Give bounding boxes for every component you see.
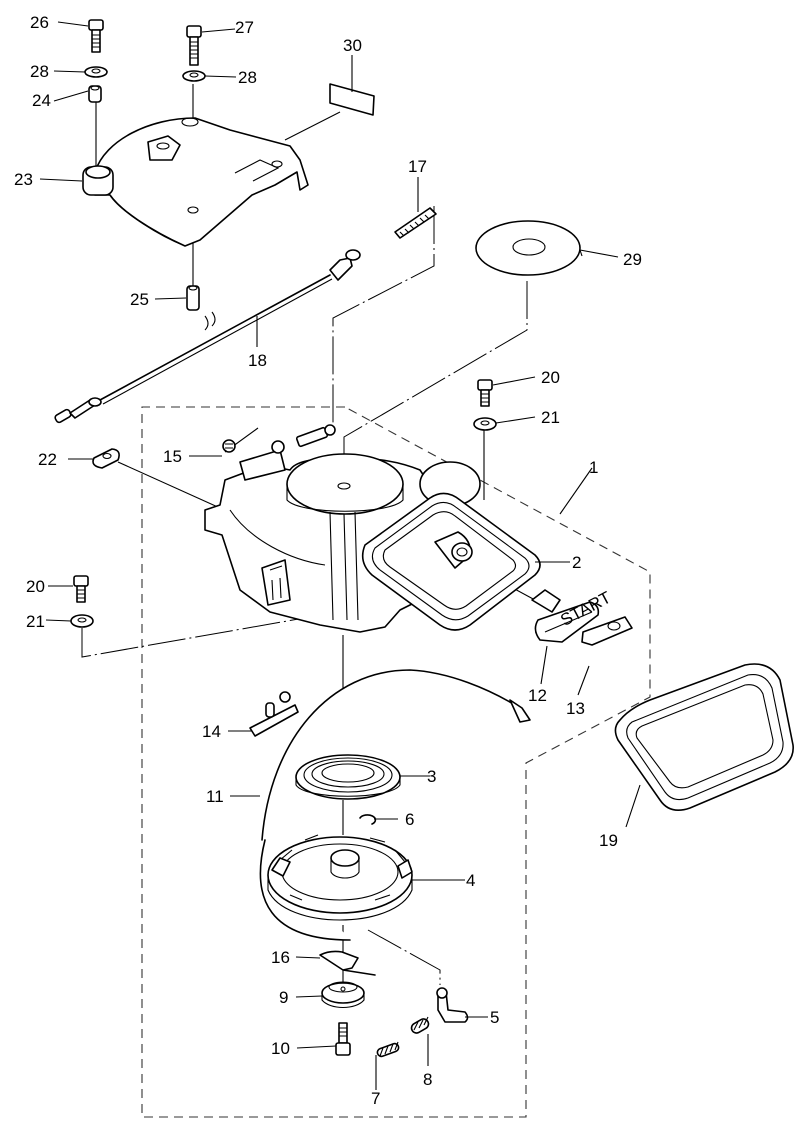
leader-lines: [39, 21, 641, 1090]
callout-4: 4: [466, 871, 475, 890]
callout-21-right: 21: [541, 408, 560, 427]
callout-1: 1: [589, 458, 598, 477]
callout-6: 6: [405, 810, 414, 829]
e-clip-6: [359, 814, 377, 825]
callout-21-left: 21: [26, 612, 45, 631]
callout-7: 7: [371, 1089, 380, 1108]
handle-insert-13: [581, 616, 633, 646]
disc-plate-29: [475, 220, 581, 276]
callout-labels: 26 27 28 28 24 30 23 25 17 18 29 20 21 2…: [14, 13, 642, 1108]
callout-26: 26: [30, 13, 49, 32]
callout-5: 5: [490, 1008, 499, 1027]
callout-13: 13: [566, 699, 585, 718]
callout-29: 29: [623, 250, 642, 269]
friction-spring-16: [319, 950, 376, 976]
callout-16: 16: [271, 948, 290, 967]
callout-18: 18: [248, 351, 267, 370]
callout-8: 8: [423, 1070, 432, 1089]
callout-23: 23: [14, 170, 33, 189]
tension-spring-7: [376, 1041, 400, 1058]
assembly-boundary: [141, 406, 651, 1118]
callout-10: 10: [271, 1039, 290, 1058]
callout-20-left: 20: [26, 577, 45, 596]
cover-part-23: [82, 117, 309, 247]
right-bolt-washer: [473, 379, 497, 431]
callout-17: 17: [408, 157, 427, 176]
reel-4: [267, 834, 413, 921]
callout-30: 30: [343, 36, 362, 55]
pawl-spring-8: [410, 1016, 430, 1034]
label-sticker-30: [329, 83, 375, 116]
cable-clamp-22: [92, 448, 120, 469]
ratchet-pawl-5: [436, 987, 469, 1023]
callout-3: 3: [427, 767, 436, 786]
callout-11: 11: [206, 787, 224, 806]
assembly-lines: [81, 84, 536, 1000]
callout-28-right: 28: [238, 68, 257, 87]
callout-19: 19: [599, 831, 618, 850]
control-cable-18: [54, 207, 437, 424]
callout-25: 25: [130, 290, 149, 309]
starter-case-2: [204, 424, 541, 633]
gasket-frame-19: [614, 663, 794, 811]
callout-28-left: 28: [30, 62, 49, 81]
center-screw-10: [335, 1022, 351, 1056]
callout-24: 24: [32, 91, 51, 110]
callout-9: 9: [279, 988, 288, 1007]
stop-lever-14: [249, 691, 299, 737]
friction-plate-9: [321, 981, 365, 1009]
stop-spring-15: [222, 427, 259, 453]
callout-15: 15: [163, 447, 182, 466]
callout-20-right: 20: [541, 368, 560, 387]
left-bolt-washer: [70, 575, 94, 628]
callout-2: 2: [572, 553, 581, 572]
recoil-spring-3: [295, 754, 401, 800]
callout-12: 12: [528, 686, 547, 705]
callout-22: 22: [38, 450, 57, 469]
callout-14: 14: [202, 722, 221, 741]
callout-27: 27: [235, 18, 254, 37]
